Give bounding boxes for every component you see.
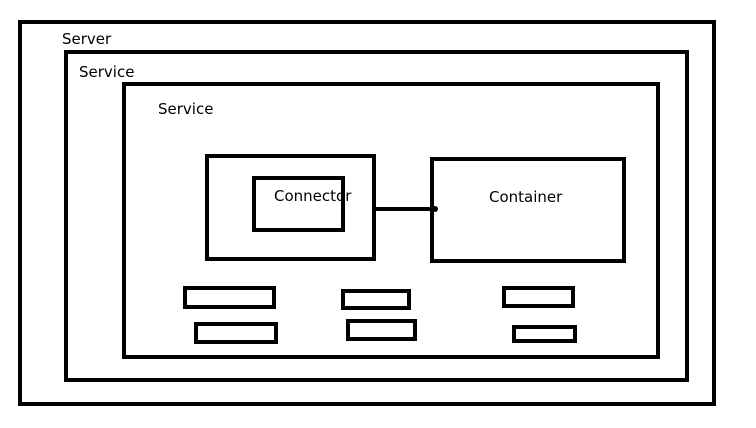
small-box — [183, 286, 276, 309]
link-endpoint-dot — [432, 206, 438, 212]
connector-container-link — [374, 207, 436, 211]
small-box — [502, 286, 575, 308]
small-box — [346, 319, 417, 341]
small-box — [341, 289, 411, 310]
container-box — [430, 157, 626, 263]
inner-service-box — [122, 82, 660, 359]
small-box — [512, 325, 577, 343]
server-label: Server — [62, 30, 112, 48]
outer-service-label: Service — [79, 63, 135, 81]
connector-label: Connector — [274, 187, 352, 205]
small-box — [194, 322, 278, 344]
server-box — [18, 20, 716, 406]
connector-inner-box — [252, 176, 345, 232]
container-label: Container — [489, 188, 563, 206]
outer-service-box — [64, 50, 689, 382]
inner-service-label: Service — [158, 100, 214, 118]
